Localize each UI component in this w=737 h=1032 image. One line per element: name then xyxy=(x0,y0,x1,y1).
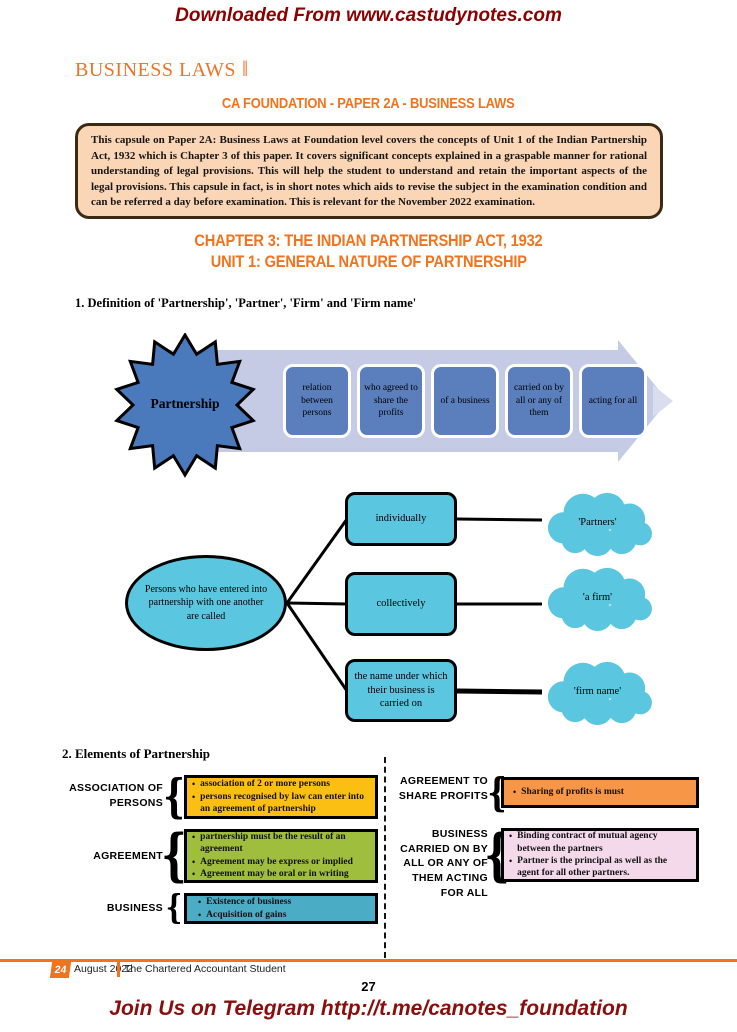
brace-glyph: { xyxy=(161,822,187,888)
arrow-step: of a business xyxy=(431,364,499,438)
brand-text: BUSINESS LAWS xyxy=(75,59,237,81)
association-box: association of 2 or more persons persons… xyxy=(184,775,378,819)
brand-title: BUSINESS LAWS‖ xyxy=(75,56,249,82)
result-cloud: 'firm name' xyxy=(538,656,657,726)
element-label: AGREEMENT TO SHARE PROFITS xyxy=(398,775,488,802)
element-label: BUSINESS CARRIED ON BY ALL OR ANY OF THE… xyxy=(400,828,488,899)
mode-box: collectively xyxy=(345,572,457,636)
telegram-link[interactable]: Join Us on Telegram http://t.me/canotes_… xyxy=(109,997,628,1020)
cloud-shape xyxy=(547,567,652,632)
definition-diagram: Partnership relation between persons who… xyxy=(70,333,700,479)
agreement-box: partnership must be the result of an agr… xyxy=(184,829,378,883)
section1-heading: 1. Definition of 'Partnership', 'Partner… xyxy=(75,296,417,310)
element-label: AGREEMENT xyxy=(93,850,163,862)
cloud-label: 'Partners' xyxy=(578,516,617,528)
brace-glyph: { xyxy=(163,770,185,824)
unit-title: UNIT 1: GENERAL NATURE OF PARTNERSHIP xyxy=(210,252,527,271)
connector-lines xyxy=(285,517,543,695)
intro-capsule-box: This capsule on Paper 2A: Business Laws … xyxy=(75,123,663,219)
partnership-star-shape xyxy=(113,333,257,478)
result-cloud: 'Partners' xyxy=(538,487,657,557)
intro-text: This capsule on Paper 2A: Business Laws … xyxy=(91,134,647,209)
mode-box: the name under which their business is c… xyxy=(345,659,457,722)
arrow-step: carried on by all or any of them xyxy=(505,364,573,438)
mode-box: individually xyxy=(345,492,457,546)
paper-heading: CA FOUNDATION - PAPER 2A - BUSINESS LAWS xyxy=(222,95,515,112)
page-number: 27 xyxy=(361,979,376,994)
footer-journal-name: The Chartered Accountant Student xyxy=(124,963,286,975)
arrow-step: who agreed to share the profits xyxy=(357,364,425,438)
mutual-agency-box: Binding contract of mutual agency betwee… xyxy=(501,828,699,882)
profit-sharing-box: Sharing of profits is must xyxy=(501,777,699,808)
footer-separator-bar xyxy=(117,962,120,977)
element-label: BUSINESS xyxy=(106,902,163,914)
cloud-label: 'firm name' xyxy=(573,685,622,697)
download-source-link[interactable]: Downloaded From www.castudynotes.com xyxy=(175,5,562,26)
section2-heading: 2. Elements of Partnership xyxy=(62,746,211,761)
result-cloud: 'a firm' xyxy=(538,562,657,632)
persons-ellipse: Persons who have entered into partnershi… xyxy=(125,555,287,651)
chapter-title: CHAPTER 3: THE INDIAN PARTNERSHIP ACT, 1… xyxy=(194,231,543,250)
footer-rule xyxy=(0,959,737,962)
star-label: Partnership xyxy=(150,396,220,411)
arrow-step: acting for all xyxy=(579,364,647,438)
arrow-step: relation between persons xyxy=(283,364,351,438)
dashed-divider xyxy=(384,757,386,958)
cloud-label: 'a firm' xyxy=(582,591,613,603)
business-box: Existence of business Acquisition of gai… xyxy=(184,893,378,924)
element-label: ASSOCIATION OF PERSONS xyxy=(69,782,163,809)
cloud-shape xyxy=(547,661,652,726)
cloud-shape xyxy=(547,492,652,557)
issue-page-badge: 24 xyxy=(49,962,72,978)
small-arrow-shape xyxy=(653,385,673,417)
double-bar-glyph: ‖ xyxy=(242,56,249,81)
persons-firm-diagram: Persons who have entered into partnershi… xyxy=(70,480,690,730)
brace-glyph: { xyxy=(165,888,183,928)
